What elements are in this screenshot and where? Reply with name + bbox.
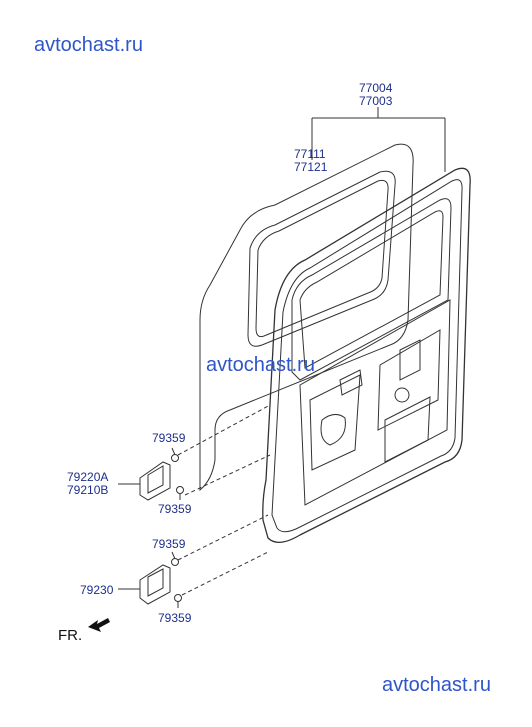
upper-bolt-bottom <box>176 486 184 494</box>
watermark-top: avtochast.ru <box>34 34 143 56</box>
trim-boss <box>394 387 410 403</box>
lower-bolt-bottom <box>174 594 182 602</box>
outer-window-inner <box>255 179 389 338</box>
lower-hinge-part <box>139 564 171 605</box>
leader-upper-bolt-top <box>171 447 176 456</box>
upper-hinge-plate <box>147 465 164 494</box>
watermark-center: avtochast.ru <box>206 354 315 376</box>
part-number-upper-bolt-top: 79359 <box>152 431 186 445</box>
part-number-77004: 77004 <box>359 81 393 95</box>
trim-cutout-1 <box>309 374 361 471</box>
lower-hinge-plate <box>147 568 164 597</box>
upper-bolt-top <box>171 454 179 462</box>
leader-lower-bolt-top <box>171 551 176 560</box>
upper-hinge-part <box>139 461 171 501</box>
inner-window-edge <box>299 210 444 369</box>
inner-frame <box>262 167 471 543</box>
hinge-line-lower-2 <box>181 551 269 596</box>
part-number-lower-bolt-bottom: 79359 <box>158 611 192 625</box>
lower-bolt-top <box>171 558 179 566</box>
latch-mechanism <box>399 339 421 381</box>
window-regulator <box>339 369 363 396</box>
trim-hole <box>320 414 346 446</box>
front-direction-label: FR. <box>58 627 83 644</box>
part-number-77121: 77121 <box>294 160 328 174</box>
outer-panel <box>199 143 414 492</box>
inner-frame-lip <box>271 179 463 533</box>
part-number-upper-bolt-bottom: 79359 <box>158 502 192 516</box>
hinge-line-upper <box>177 404 271 456</box>
part-number-77003: 77003 <box>359 94 393 108</box>
front-arrow-icon <box>88 618 110 632</box>
part-number-79230: 79230 <box>80 583 114 597</box>
trim-area <box>299 299 451 506</box>
outer-window <box>247 170 396 347</box>
hinge-line-upper-2 <box>184 454 271 496</box>
part-number-77111: 77111 <box>294 147 326 161</box>
watermark-bottom: avtochast.ru <box>382 674 491 696</box>
part-number-79210b: 79210B <box>67 483 109 497</box>
leader-door-assembly <box>311 107 446 172</box>
part-number-lower-bolt-top: 79359 <box>152 537 186 551</box>
part-number-79220a: 79220A <box>67 470 109 484</box>
hinge-line-lower <box>177 514 269 561</box>
trim-cutout-3 <box>384 396 431 463</box>
inner-window-opening <box>291 198 452 381</box>
